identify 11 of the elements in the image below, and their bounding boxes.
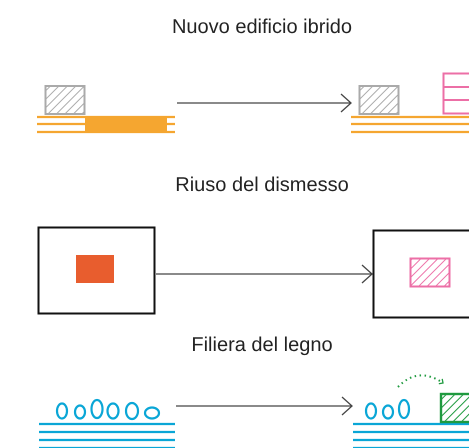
section-heading: Riuso del dismesso: [175, 174, 349, 197]
timber-chain-drawing: [352, 372, 469, 448]
building-on-platform-drawing: [37, 84, 177, 136]
disused-building-drawing: [37, 226, 156, 316]
arrow: [176, 396, 353, 416]
arrow: [156, 264, 373, 284]
arrow: [177, 93, 352, 113]
section-heading: Filiera del legno: [191, 334, 333, 357]
section-heading: Nuovo edificio ibrido: [172, 16, 352, 39]
hybrid-building-drawing: [351, 71, 469, 136]
reused-building-drawing: [372, 229, 469, 320]
